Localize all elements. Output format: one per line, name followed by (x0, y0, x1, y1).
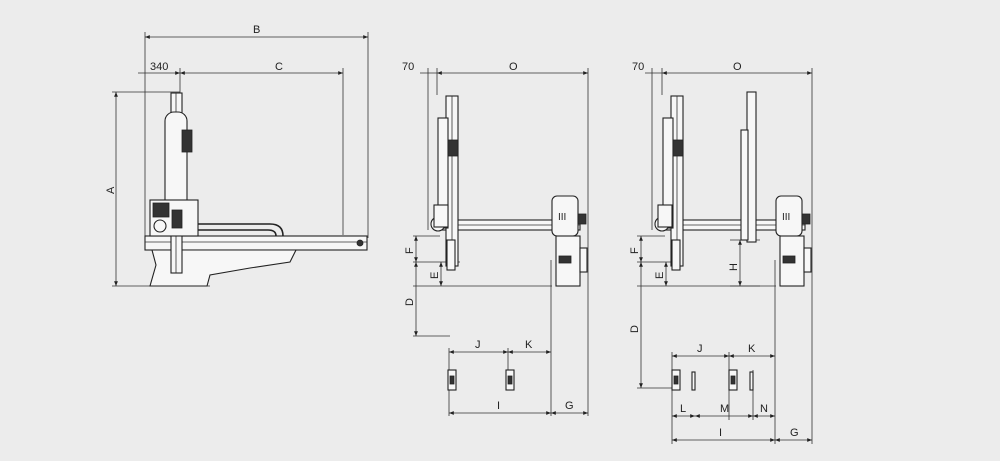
dim-single-offset: 70 (402, 61, 437, 74)
dim-double-left-gap: L (672, 403, 695, 418)
dim-side-stroke: C (180, 61, 343, 75)
single-gripper-left (447, 369, 457, 391)
dim-label-f: F (404, 247, 416, 254)
dim-label-g: G (565, 400, 574, 412)
motor-mark: III (558, 212, 566, 223)
dim-label-a: A (105, 186, 117, 194)
dim-double-middle-gap: M (695, 403, 753, 418)
dim-label-340: 340 (150, 61, 168, 73)
dim-double-vertical-stroke: D (629, 262, 643, 388)
single-gripper-right (505, 369, 515, 391)
dim-label-l: L (680, 403, 686, 415)
dim-double-end-width: G (775, 427, 812, 442)
dim-single-top-gap: F (404, 236, 418, 262)
dim-label-g-b: G (790, 427, 799, 439)
dim-double-pitch-k: K (729, 343, 775, 358)
dim-double-sub-arm-drop: H (728, 240, 742, 286)
side-robot-body (144, 92, 368, 287)
dim-label-j-b: J (697, 343, 703, 355)
dim-label-k: K (525, 339, 533, 351)
dim-label-d: D (404, 298, 416, 306)
dim-double-offset: 70 (632, 61, 662, 74)
double-gripper-right (728, 369, 754, 391)
dim-single-vertical-stroke: D (404, 262, 418, 336)
dim-label-70: 70 (402, 61, 414, 73)
dim-label-o-b: O (733, 61, 742, 73)
dim-double-arm-drop: E (654, 262, 668, 286)
dim-side-overall-width: B (145, 24, 368, 39)
dim-label-f-b: F (629, 247, 641, 254)
dim-label-e-b: E (654, 272, 666, 279)
dim-label-i-b: I (719, 427, 722, 439)
dim-double-top-gap: F (629, 236, 643, 262)
dim-single-arm-drop: E (429, 262, 443, 286)
dim-label-70-b: 70 (632, 61, 644, 73)
dim-side-offset: 340 (138, 61, 180, 75)
dim-label-k-b: K (748, 343, 756, 355)
dim-label-m: M (720, 403, 729, 415)
double-gripper-left (671, 369, 696, 391)
single-robot-body: III (430, 95, 588, 287)
front-view-double: 70 O F E H D J K (629, 61, 813, 444)
dim-single-pitch-k: K (507, 339, 551, 354)
dim-double-right-gap: N (753, 403, 775, 418)
dim-single-end-width: G (551, 400, 588, 415)
dim-label-h: H (728, 263, 740, 271)
side-view: B 340 C A (105, 24, 369, 287)
dim-label-e: E (429, 272, 441, 279)
dim-double-pitch-j: J (672, 343, 729, 358)
dim-label-j: J (475, 339, 481, 351)
dim-label-b: B (253, 24, 260, 36)
dim-single-pitch-j: J (449, 339, 508, 354)
dim-double-overall-width: O (662, 61, 812, 75)
dim-double-traverse: I (672, 427, 775, 442)
motor-mark-b: III (782, 212, 790, 223)
dim-label-n: N (760, 403, 768, 415)
dim-label-o: O (509, 61, 518, 73)
front-view-single: 70 O F E D J K I (402, 61, 589, 416)
dim-single-traverse: I (449, 400, 551, 415)
dim-single-overall-width: O (437, 61, 588, 75)
dim-label-c: C (275, 61, 283, 73)
dim-side-height: A (105, 92, 118, 286)
double-robot-body: III (654, 91, 812, 287)
dim-label-d-b: D (629, 325, 641, 333)
dim-label-i: I (497, 400, 500, 412)
